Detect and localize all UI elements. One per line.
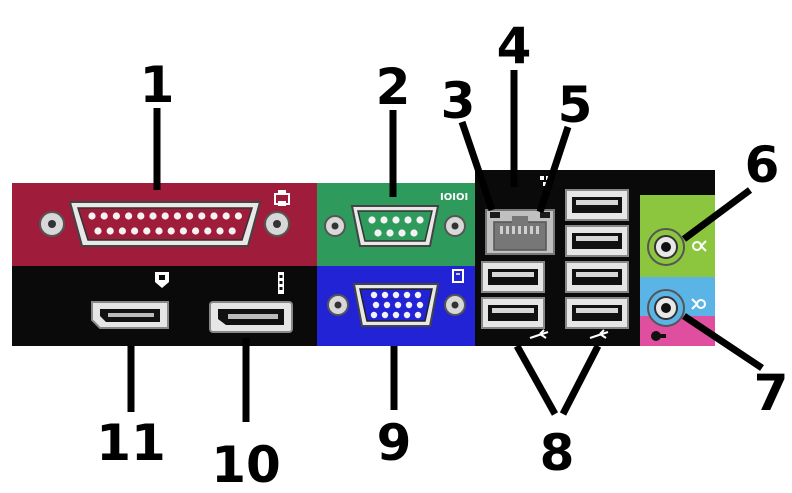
microphone-icon — [651, 331, 666, 341]
displayport-icon — [155, 272, 169, 288]
usb-connectors[interactable] — [481, 189, 629, 329]
leader-line-5 — [536, 125, 572, 214]
callout-7: 7 — [754, 364, 789, 422]
parallel-port[interactable] — [39, 201, 290, 247]
leader-line-6 — [681, 187, 753, 242]
line-in-icon — [691, 298, 706, 310]
leader-line-3 — [458, 120, 496, 212]
leader-line-8b — [559, 344, 602, 416]
callout-6: 6 — [745, 136, 780, 194]
callout-3: 3 — [441, 72, 476, 130]
callout-9: 9 — [377, 414, 412, 472]
callout-2: 2 — [376, 58, 411, 116]
leader-line-7 — [682, 313, 764, 371]
callout-8: 8 — [540, 424, 575, 482]
link-integrity-light — [490, 212, 500, 218]
callout-4: 4 — [497, 17, 532, 75]
usb-icon — [529, 329, 609, 339]
vga-monitor-icon — [452, 269, 464, 283]
vga-video-connector[interactable] — [327, 283, 466, 327]
serial-port[interactable] — [324, 205, 466, 247]
esata-icon — [278, 272, 284, 294]
serial-icon: IOIOI — [440, 192, 468, 203]
line-out-connector[interactable] — [647, 228, 685, 266]
svg-text:IOIOI: IOIOI — [440, 192, 468, 203]
esata-connector[interactable] — [209, 301, 293, 333]
line-in-microphone-connector[interactable] — [647, 289, 685, 327]
callout-1: 1 — [140, 56, 175, 114]
displayport-connector[interactable] — [91, 301, 169, 329]
parallel-printer-icon — [274, 190, 290, 206]
leader-line-8a — [513, 344, 559, 416]
line-out-icon — [692, 240, 707, 252]
callout-5: 5 — [558, 76, 593, 134]
callout-11: 11 — [96, 414, 166, 472]
network-activity-light — [540, 212, 550, 218]
callout-10: 10 — [211, 436, 281, 493]
